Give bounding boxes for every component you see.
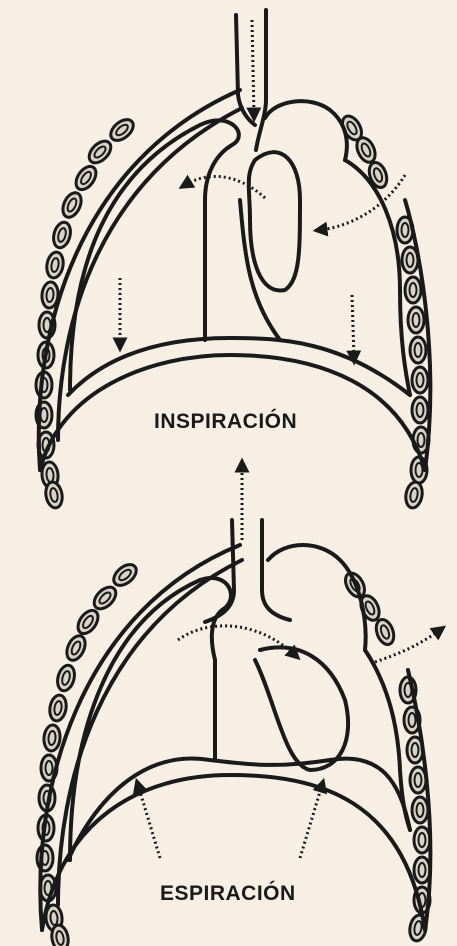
rib-segment: [366, 160, 390, 190]
heart: [249, 152, 300, 290]
rib-segment: [90, 583, 120, 613]
inspiration-panel: [36, 10, 430, 509]
rib-segment: [110, 561, 140, 590]
rib-segment: [414, 857, 430, 883]
rib-segment: [85, 137, 115, 167]
rib-segment: [410, 337, 426, 363]
inspiration-label: INSPIRACIÓN: [154, 410, 297, 434]
rib-segment: [373, 617, 397, 647]
rib-segment: [51, 220, 73, 249]
rib-segment: [353, 135, 378, 165]
rib-segment: [43, 724, 61, 751]
rib-segment: [404, 481, 424, 509]
rib-segment: [50, 924, 70, 946]
rib-segment: [63, 633, 88, 663]
rib-segment: [74, 607, 102, 637]
rib-segment: [412, 797, 428, 823]
heart: [255, 647, 348, 770]
rib-segment: [412, 397, 428, 423]
rib-segment: [414, 827, 430, 853]
left-rib-cage: [36, 116, 137, 510]
rib-segment: [405, 277, 421, 303]
rib-segment: [107, 116, 137, 145]
rib-segment: [59, 190, 84, 220]
rib-segment: [55, 663, 77, 692]
rib-segment: [412, 367, 428, 393]
expiration-airflow-arrows: [138, 626, 440, 858]
rib-segment: [408, 307, 424, 333]
rib-segment: [48, 694, 68, 722]
expiration-label: ESPIRACIÓN: [160, 882, 296, 906]
rib-segment: [45, 251, 65, 279]
rib-segment: [72, 163, 100, 193]
rib-segment: [44, 481, 64, 509]
